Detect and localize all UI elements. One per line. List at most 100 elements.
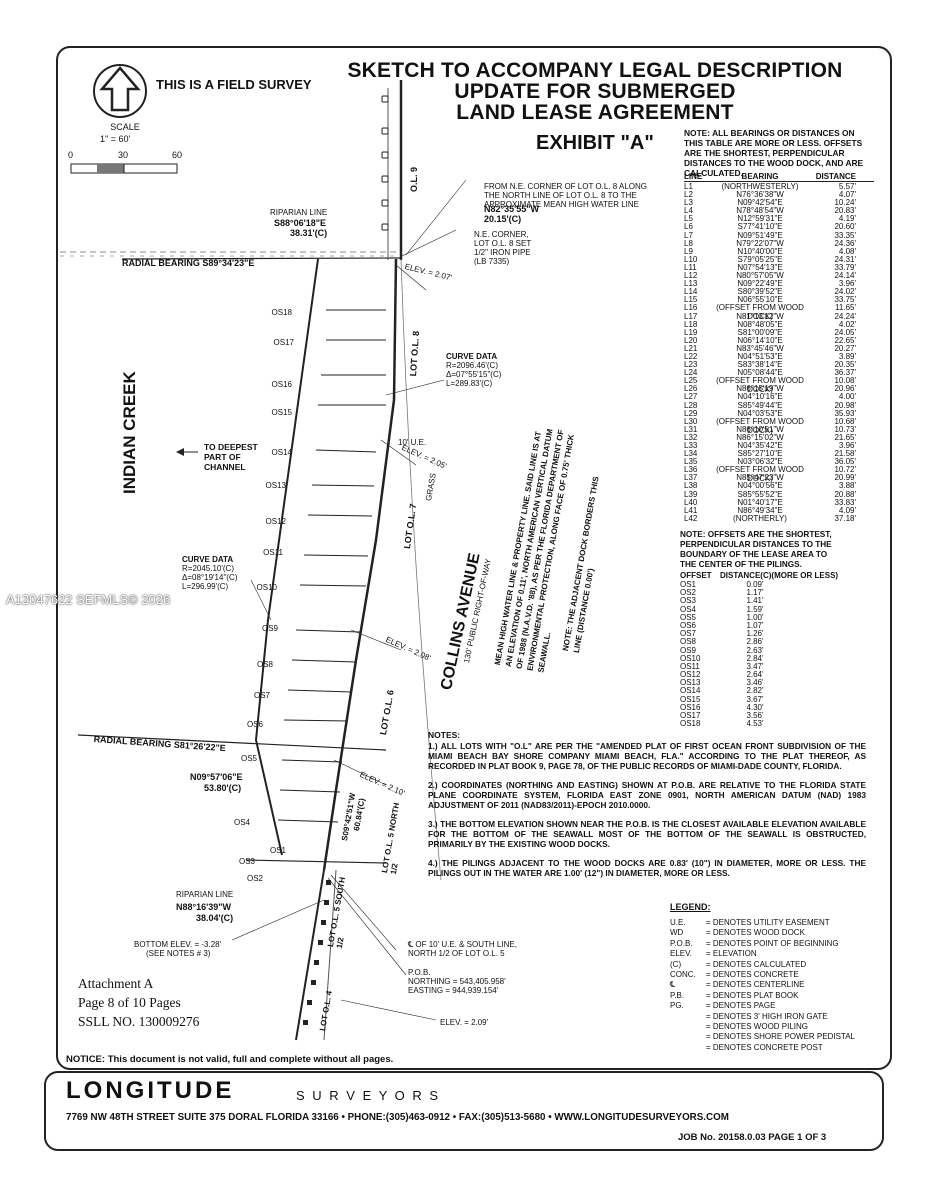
line-bearing: N10°40'00"E <box>737 246 783 256</box>
lines-table-row: L42(NORTHERLY)37.18' <box>684 513 874 523</box>
title-line: SKETCH TO ACCOMPANY LEGAL DESCRIPTION <box>347 59 843 82</box>
line-bearing: (NORTHWESTERLY) <box>721 182 799 191</box>
line-bearing: S81°00'09"E <box>737 327 783 337</box>
survey-map <box>60 80 467 1041</box>
offsets-table-row: OS1 0.09' <box>680 580 850 589</box>
legend-symbol <box>670 1043 706 1053</box>
validity-notice: NOTICE: This document is not valid, full… <box>66 1054 394 1065</box>
line-distance: 24.05' <box>834 327 856 337</box>
from-corner-note: FROM N.E. CORNER OF LOT O.L. 8 ALONG THE… <box>484 182 647 209</box>
scale-tick-60: 60 <box>172 150 183 160</box>
offset-distance: 3.47' <box>746 661 764 671</box>
to-channel-label: TO DEEPEST PART OF CHANNEL <box>204 442 258 472</box>
offset-label: OS2 <box>246 874 263 883</box>
line-distance: 33.75' <box>834 295 856 305</box>
ne-corner-note: N.E. CORNER, LOT O.L. 8 SET 1/2" IRON PI… <box>474 230 532 266</box>
legend-row: = DENOTES CONCRETE POST <box>670 1043 870 1053</box>
attachment-line: Attachment A <box>78 976 154 991</box>
line-bearing: N79°22'07"W <box>736 238 784 248</box>
line-distance: 33.35' <box>834 230 856 240</box>
line-id: L19 <box>684 327 698 337</box>
offset-label: OS7 <box>253 691 270 700</box>
line-bearing: N08°48'05"E <box>737 319 783 329</box>
line-bearing: N86°15'19"W <box>736 384 784 394</box>
north-arrow-icon <box>93 64 147 118</box>
legend-row: CONC.= DENOTES CONCRETE <box>670 970 870 980</box>
offset-label: OS6 <box>246 720 263 729</box>
line-distance: 20.35' <box>834 360 856 370</box>
line-id: L6 <box>684 222 693 232</box>
line-bearing: N04°00'56"E <box>737 481 783 491</box>
offset-label: OS13 <box>265 481 286 490</box>
legend-description: = DENOTES WOOD PILING <box>706 1021 809 1031</box>
line-bearing: N09°22'49"E <box>737 279 783 289</box>
offset-distance: 3.67' <box>746 694 764 704</box>
curve-data-length: L=296.99'(C) <box>182 582 229 591</box>
line-id: L24 <box>684 368 698 378</box>
offset-label: OS9 <box>261 624 278 633</box>
legend-symbol: PG. <box>670 1001 684 1011</box>
line-id: L42 <box>684 513 698 523</box>
legend-description: = DENOTES WOOD DOCK <box>706 928 805 938</box>
offset-id: OS5 <box>680 612 697 622</box>
line-bearing: N09°42'54"E <box>737 198 783 208</box>
line-distance: 24.24' <box>834 311 856 321</box>
line-bearing: N03°06'32"E <box>737 457 783 467</box>
curve-data-delta: Δ=07°55'15"(C) <box>446 370 502 379</box>
scale-tick-30: 30 <box>118 150 129 160</box>
scale-label: SCALE <box>110 122 140 132</box>
line-bearing: N80°57'05"W <box>736 271 784 281</box>
legend-row: = DENOTES SHORE POWER PEDISTAL <box>670 1032 870 1042</box>
line-id: L40 <box>684 497 698 507</box>
line-bearing: N83°45'46"W <box>736 343 784 353</box>
curve-data-2: CURVE DATA R=2045.10'(C) Δ=08°19'14"(C) … <box>182 555 237 591</box>
line-id: L25 <box>684 376 698 386</box>
line-bearing: S80°39'52"E <box>737 287 783 297</box>
offset-id: OS2 <box>680 588 697 598</box>
offset-id: OS1 <box>680 580 697 589</box>
pob-easting: EASTING = 944,939.154' <box>408 986 499 995</box>
legend-row: P.O.B.= DENOTES POINT OF BEGINNING <box>670 939 870 949</box>
line-bearing: N09°51'49"E <box>737 230 783 240</box>
offset-label: OS1 <box>269 846 286 855</box>
offset-id: OS8 <box>680 637 697 647</box>
header-offset: OFFSET <box>680 571 712 580</box>
line-distance: 33.79' <box>834 262 856 272</box>
offset-id: OS3 <box>680 596 697 606</box>
line-distance: 24.31' <box>834 254 856 264</box>
riparian-bottom-bearing: N88°16'39"W <box>176 902 232 912</box>
offset-label: OS16 <box>271 380 292 389</box>
header-distance: DISTANCE <box>815 172 856 181</box>
offset-distance: 0.09' <box>746 580 764 589</box>
line-id: L29 <box>684 408 698 418</box>
lines-table-row: L1(NORTHWESTERLY)5.57' <box>684 182 874 191</box>
line-distance: 24.02' <box>834 287 856 297</box>
field-survey-label: THIS IS A FIELD SURVEY <box>156 77 312 92</box>
legend-row: = DENOTES 3' HIGH IRON GATE <box>670 1012 870 1022</box>
see-notes: (SEE NOTES # 3) <box>146 949 211 958</box>
line-distance: 36.37' <box>834 368 856 378</box>
offset-distance: 2.63' <box>746 645 764 655</box>
offset-distance: 1.07' <box>746 620 764 630</box>
offset-distance: 1.41' <box>746 596 764 606</box>
attachment-block: Attachment A Page 8 of 10 Pages SSLL NO.… <box>78 974 199 1031</box>
legend-row: (C)= DENOTES CALCULATED <box>670 960 870 970</box>
curve-data-radius: R=2045.10'(C) <box>182 564 234 573</box>
offsets-note: NOTE: OFFSETS ARE THE SHORTEST, PERPENDI… <box>680 530 832 569</box>
line-id: L13 <box>684 279 698 289</box>
legend-description: = DENOTES CONCRETE <box>706 969 799 979</box>
line-distance: 20.96' <box>834 384 856 394</box>
